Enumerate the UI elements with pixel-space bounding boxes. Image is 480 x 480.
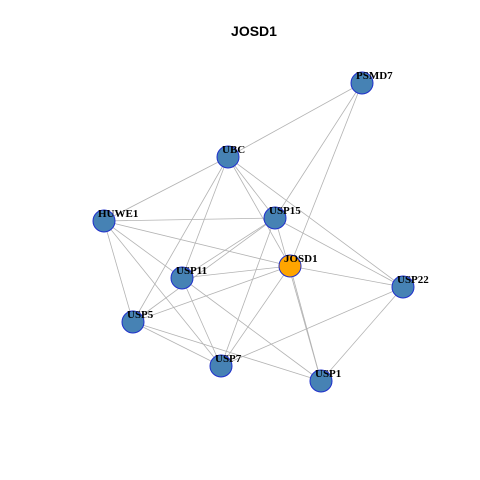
node-label-ubc: UBC — [222, 144, 245, 156]
edge-usp5-usp7 — [132, 321, 222, 367]
edge-huwe1-josd1 — [103, 220, 291, 267]
node-label-usp22: USP22 — [397, 274, 429, 286]
node-circle-usp11 — [170, 266, 194, 290]
node-circle-usp7 — [209, 354, 233, 378]
node-circle-usp22 — [391, 275, 415, 299]
edge-usp15-usp5 — [132, 217, 276, 323]
edge-usp11-usp7 — [181, 277, 222, 367]
edge-huwe1-usp5 — [103, 220, 134, 323]
edge-usp5-usp1 — [132, 321, 322, 382]
node-usp5: USP5 — [121, 309, 154, 334]
edge-huwe1-usp15 — [103, 217, 276, 222]
edge-ubc-josd1 — [227, 156, 291, 267]
edge-usp15-usp22 — [274, 217, 404, 288]
edge-josd1-usp22 — [289, 265, 404, 288]
node-label-usp7: USP7 — [215, 353, 242, 365]
edge-psmd7-usp15 — [274, 82, 363, 219]
edge-ubc-usp15 — [227, 156, 276, 219]
edge-usp15-usp7 — [220, 217, 276, 367]
node-usp11: USP11 — [170, 265, 207, 290]
edge-psmd7-ubc — [227, 82, 363, 158]
node-psmd7: PSMD7 — [350, 70, 393, 95]
diagram-title: JOSD1 — [231, 23, 277, 39]
edge-ubc-usp22 — [227, 156, 404, 288]
node-circle-josd1 — [278, 254, 302, 278]
node-circle-ubc — [216, 145, 240, 169]
node-circle-usp15 — [263, 206, 287, 230]
node-huwe1: HUWE1 — [92, 208, 138, 233]
edge-josd1-usp7 — [220, 265, 291, 367]
node-ubc: UBC — [216, 144, 245, 169]
node-usp22: USP22 — [391, 274, 429, 299]
node-label-usp1: USP1 — [315, 368, 341, 380]
edge-ubc-usp11 — [181, 156, 229, 279]
node-circle-usp1 — [309, 369, 333, 393]
node-label-huwe1: HUWE1 — [98, 208, 138, 220]
edge-psmd7-josd1 — [289, 82, 363, 267]
node-label-usp5: USP5 — [127, 309, 154, 321]
edge-usp22-usp1 — [320, 286, 404, 382]
node-circle-huwe1 — [92, 209, 116, 233]
edge-josd1-usp5 — [132, 265, 291, 323]
node-usp15: USP15 — [263, 205, 301, 230]
edge-ubc-huwe1 — [103, 156, 229, 222]
node-label-josd1: JOSD1 — [284, 253, 318, 265]
edge-usp11-usp1 — [181, 277, 322, 382]
node-circle-psmd7 — [350, 71, 374, 95]
node-circle-usp5 — [121, 310, 145, 334]
node-usp7: USP7 — [209, 353, 242, 378]
node-label-psmd7: PSMD7 — [356, 70, 393, 82]
node-label-usp11: USP11 — [176, 265, 207, 277]
edge-huwe1-usp11 — [103, 220, 183, 279]
edge-josd1-usp11 — [181, 265, 291, 279]
edge-layer — [103, 82, 404, 382]
node-usp1: USP1 — [309, 368, 341, 393]
node-josd1: JOSD1 — [278, 253, 318, 278]
node-label-usp15: USP15 — [269, 205, 301, 217]
edge-josd1-usp1 — [289, 265, 322, 382]
edge-huwe1-usp7 — [103, 220, 222, 367]
edge-usp15-usp11 — [181, 217, 276, 279]
edge-usp22-usp7 — [220, 286, 404, 367]
